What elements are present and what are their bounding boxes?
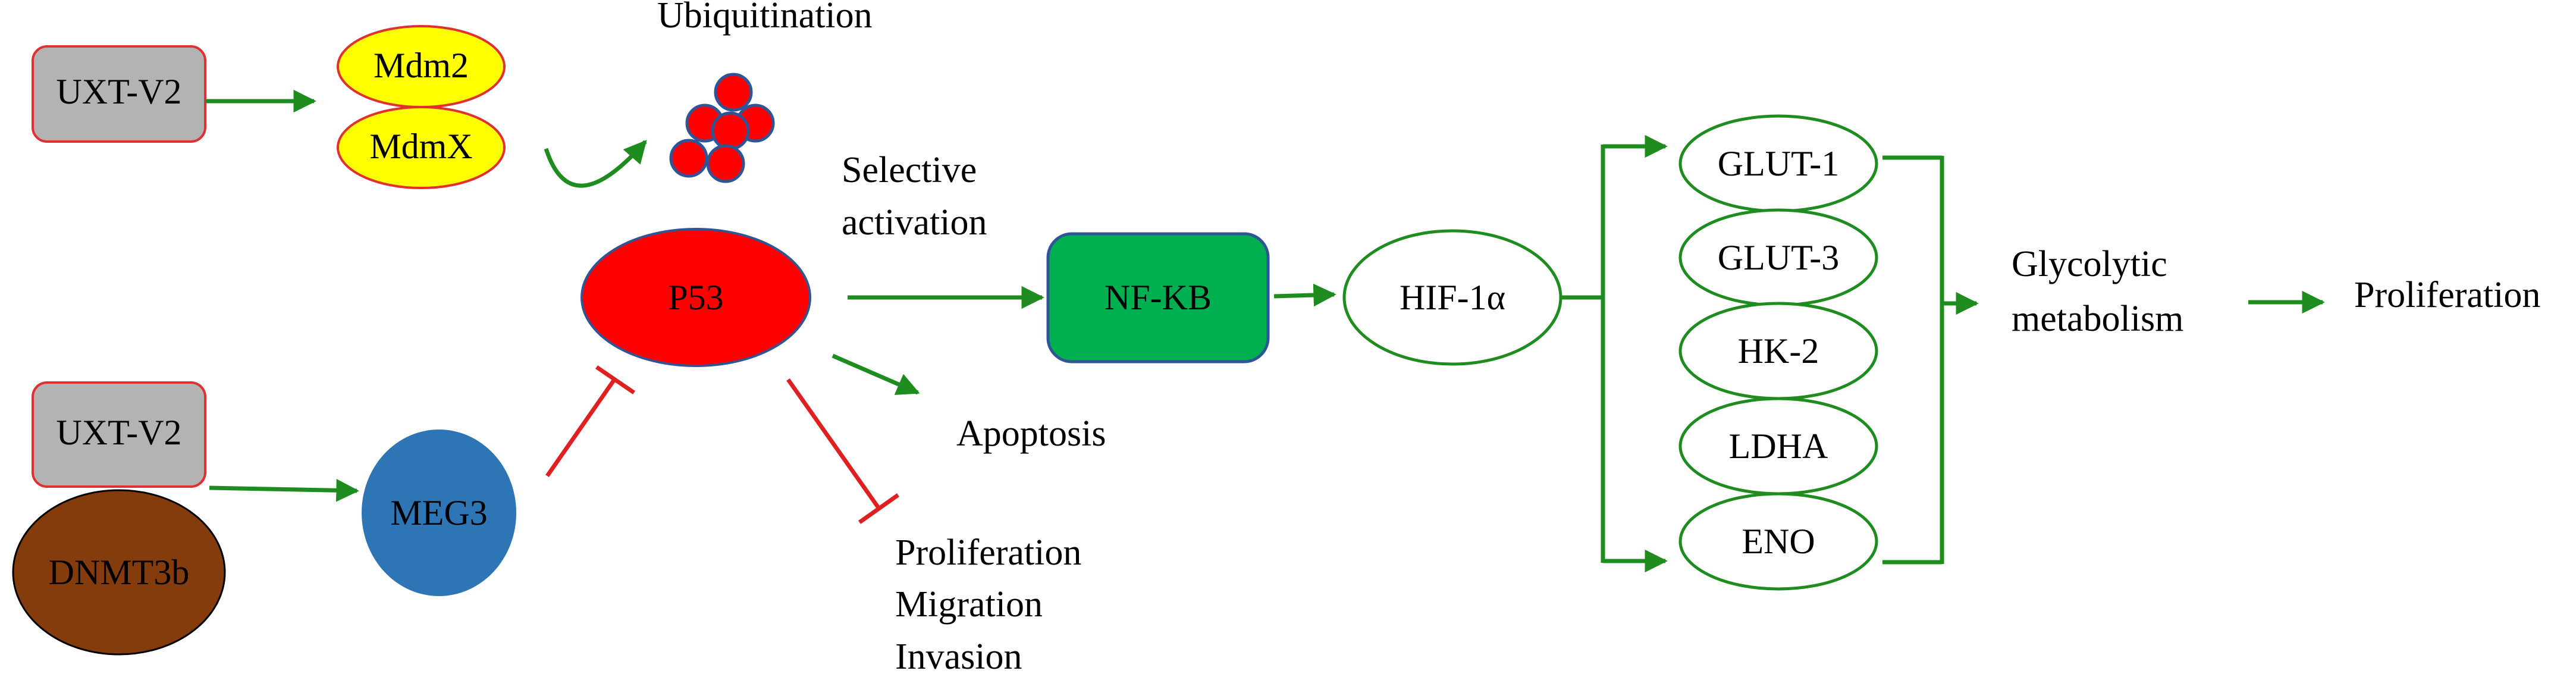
nfkb-node: NF-KB xyxy=(1046,232,1270,363)
arrow-p53-to-apoptosis xyxy=(832,353,920,395)
proliferation-outcome-label: Proliferation xyxy=(895,532,1081,573)
hk2-node: HK-2 xyxy=(1678,302,1878,400)
meg3-label: MEG3 xyxy=(390,493,487,532)
dnmt3b-node: DNMT3b xyxy=(12,489,226,656)
dnmt3b-label: DNMT3b xyxy=(49,553,190,592)
meg3-node: MEG3 xyxy=(362,430,516,596)
ldha-label: LDHA xyxy=(1729,427,1828,466)
p53-node: P53 xyxy=(581,228,811,367)
ubiquitination-label: Ubiquitination xyxy=(657,0,873,36)
apoptosis-label: Apoptosis xyxy=(956,413,1106,454)
inhibit-p53-to-proliferation xyxy=(786,378,900,524)
glycolytic-label-line2: metabolism xyxy=(2012,299,2183,339)
migration-outcome-label: Migration xyxy=(895,584,1043,625)
glut1-label: GLUT-1 xyxy=(1718,144,1839,183)
uxt-v2-top-node: UXT-V2 xyxy=(32,45,206,143)
inhibit-meg3-to-p53 xyxy=(545,365,635,478)
mdm2-node: Mdm2 xyxy=(337,25,506,108)
arrow-nfkb-to-hif xyxy=(1273,283,1336,307)
arrow-mdm-to-ubiquitin xyxy=(544,140,647,188)
mdm2-label: Mdm2 xyxy=(374,46,469,85)
glut3-label: GLUT-3 xyxy=(1718,238,1839,277)
hif-1a-label: HIF-1α xyxy=(1400,278,1505,317)
bracket-enzymes-to-glycolysis xyxy=(1882,155,1944,565)
glycolytic-label-line1: Glycolytic xyxy=(2012,244,2167,284)
mdmx-label: MdmX xyxy=(369,127,472,166)
eno-label: ENO xyxy=(1742,522,1815,561)
proliferation-final-label: Proliferation xyxy=(2354,275,2540,315)
nfkb-label: NF-KB xyxy=(1105,278,1212,317)
p53-label: P53 xyxy=(668,278,723,317)
arrow-uxt-to-meg3 xyxy=(209,479,359,502)
invasion-outcome-label: Invasion xyxy=(895,637,1022,677)
uxt-v2-bottom-label: UXT-V2 xyxy=(56,413,181,452)
selective-activation-label-line1: Selective xyxy=(842,150,977,190)
hk2-label: HK-2 xyxy=(1738,331,1819,371)
ldha-node: LDHA xyxy=(1678,397,1878,496)
uxt-v2-top-label: UXT-V2 xyxy=(56,72,181,111)
selective-activation-label-line2: activation xyxy=(842,202,987,243)
ubiquitin-cluster-icon xyxy=(669,73,775,183)
hif-1a-node: HIF-1α xyxy=(1342,229,1562,366)
eno-node: ENO xyxy=(1678,492,1878,591)
bracket-hif-to-enzymes xyxy=(1561,145,1605,563)
uxt-v2-bottom-node: UXT-V2 xyxy=(32,381,206,488)
glut3-node: GLUT-3 xyxy=(1678,208,1878,307)
mdmx-node: MdmX xyxy=(337,106,506,189)
glut1-node: GLUT-1 xyxy=(1678,114,1878,213)
